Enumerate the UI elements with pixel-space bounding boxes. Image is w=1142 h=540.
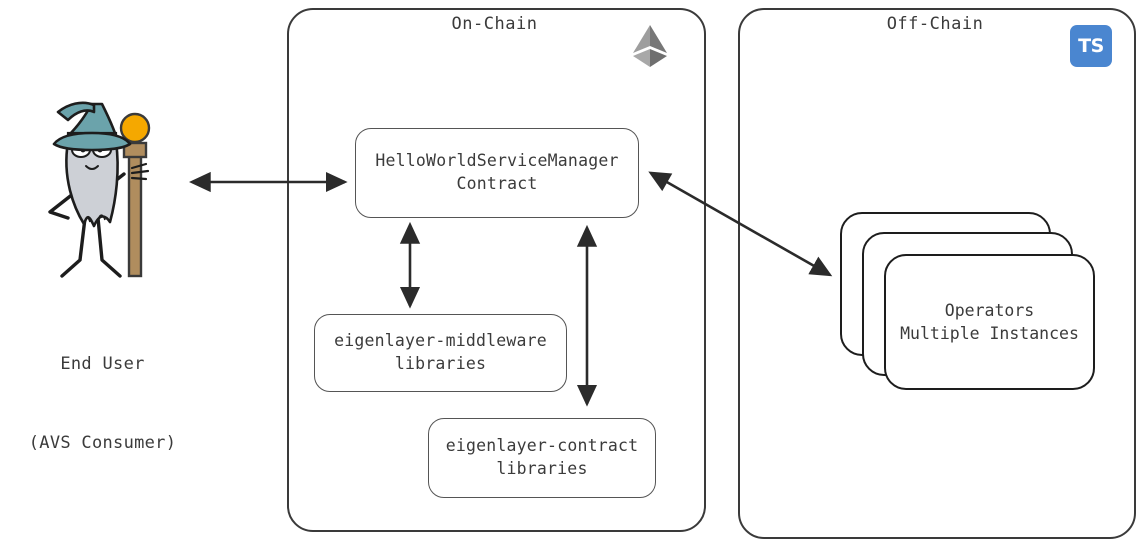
node-middleware-libraries[interactable]: eigenlayer-middleware libraries	[314, 314, 567, 392]
typescript-logo-label: TS	[1078, 35, 1104, 57]
node-operators-line1: Operators	[944, 300, 1035, 320]
node-middleware-libraries-line1: eigenlayer-middleware	[334, 331, 547, 351]
end-user-label-line2: (AVS Consumer)	[28, 432, 177, 453]
node-contract-libraries-line2: libraries	[496, 459, 588, 478]
end-user-label: End User (AVS Consumer)	[0, 298, 205, 509]
wizard-avatar	[48, 101, 151, 278]
node-service-manager-line2: Contract	[456, 174, 538, 193]
connector-contract-to-operators	[648, 171, 833, 277]
panel-off-chain-title: Off-Chain	[886, 14, 984, 34]
node-service-manager-line1: HelloWorldServiceManager	[375, 151, 619, 171]
node-contract-libraries-line1: eigenlayer-contract	[445, 436, 639, 456]
node-middleware-libraries-line2: libraries	[394, 354, 487, 373]
end-user-label-line1: End User	[60, 353, 145, 374]
node-service-manager[interactable]: HelloWorldServiceManager Contract	[355, 128, 639, 218]
typescript-logo-icon: TS	[1070, 25, 1112, 67]
ethereum-logo-icon	[633, 25, 667, 67]
panel-on-chain-title: On-Chain	[451, 14, 538, 34]
node-operators[interactable]: Operators Multiple Instances	[884, 254, 1095, 390]
node-operators-line2: Multiple Instances	[900, 324, 1079, 343]
node-contract-libraries[interactable]: eigenlayer-contract libraries	[428, 418, 656, 498]
